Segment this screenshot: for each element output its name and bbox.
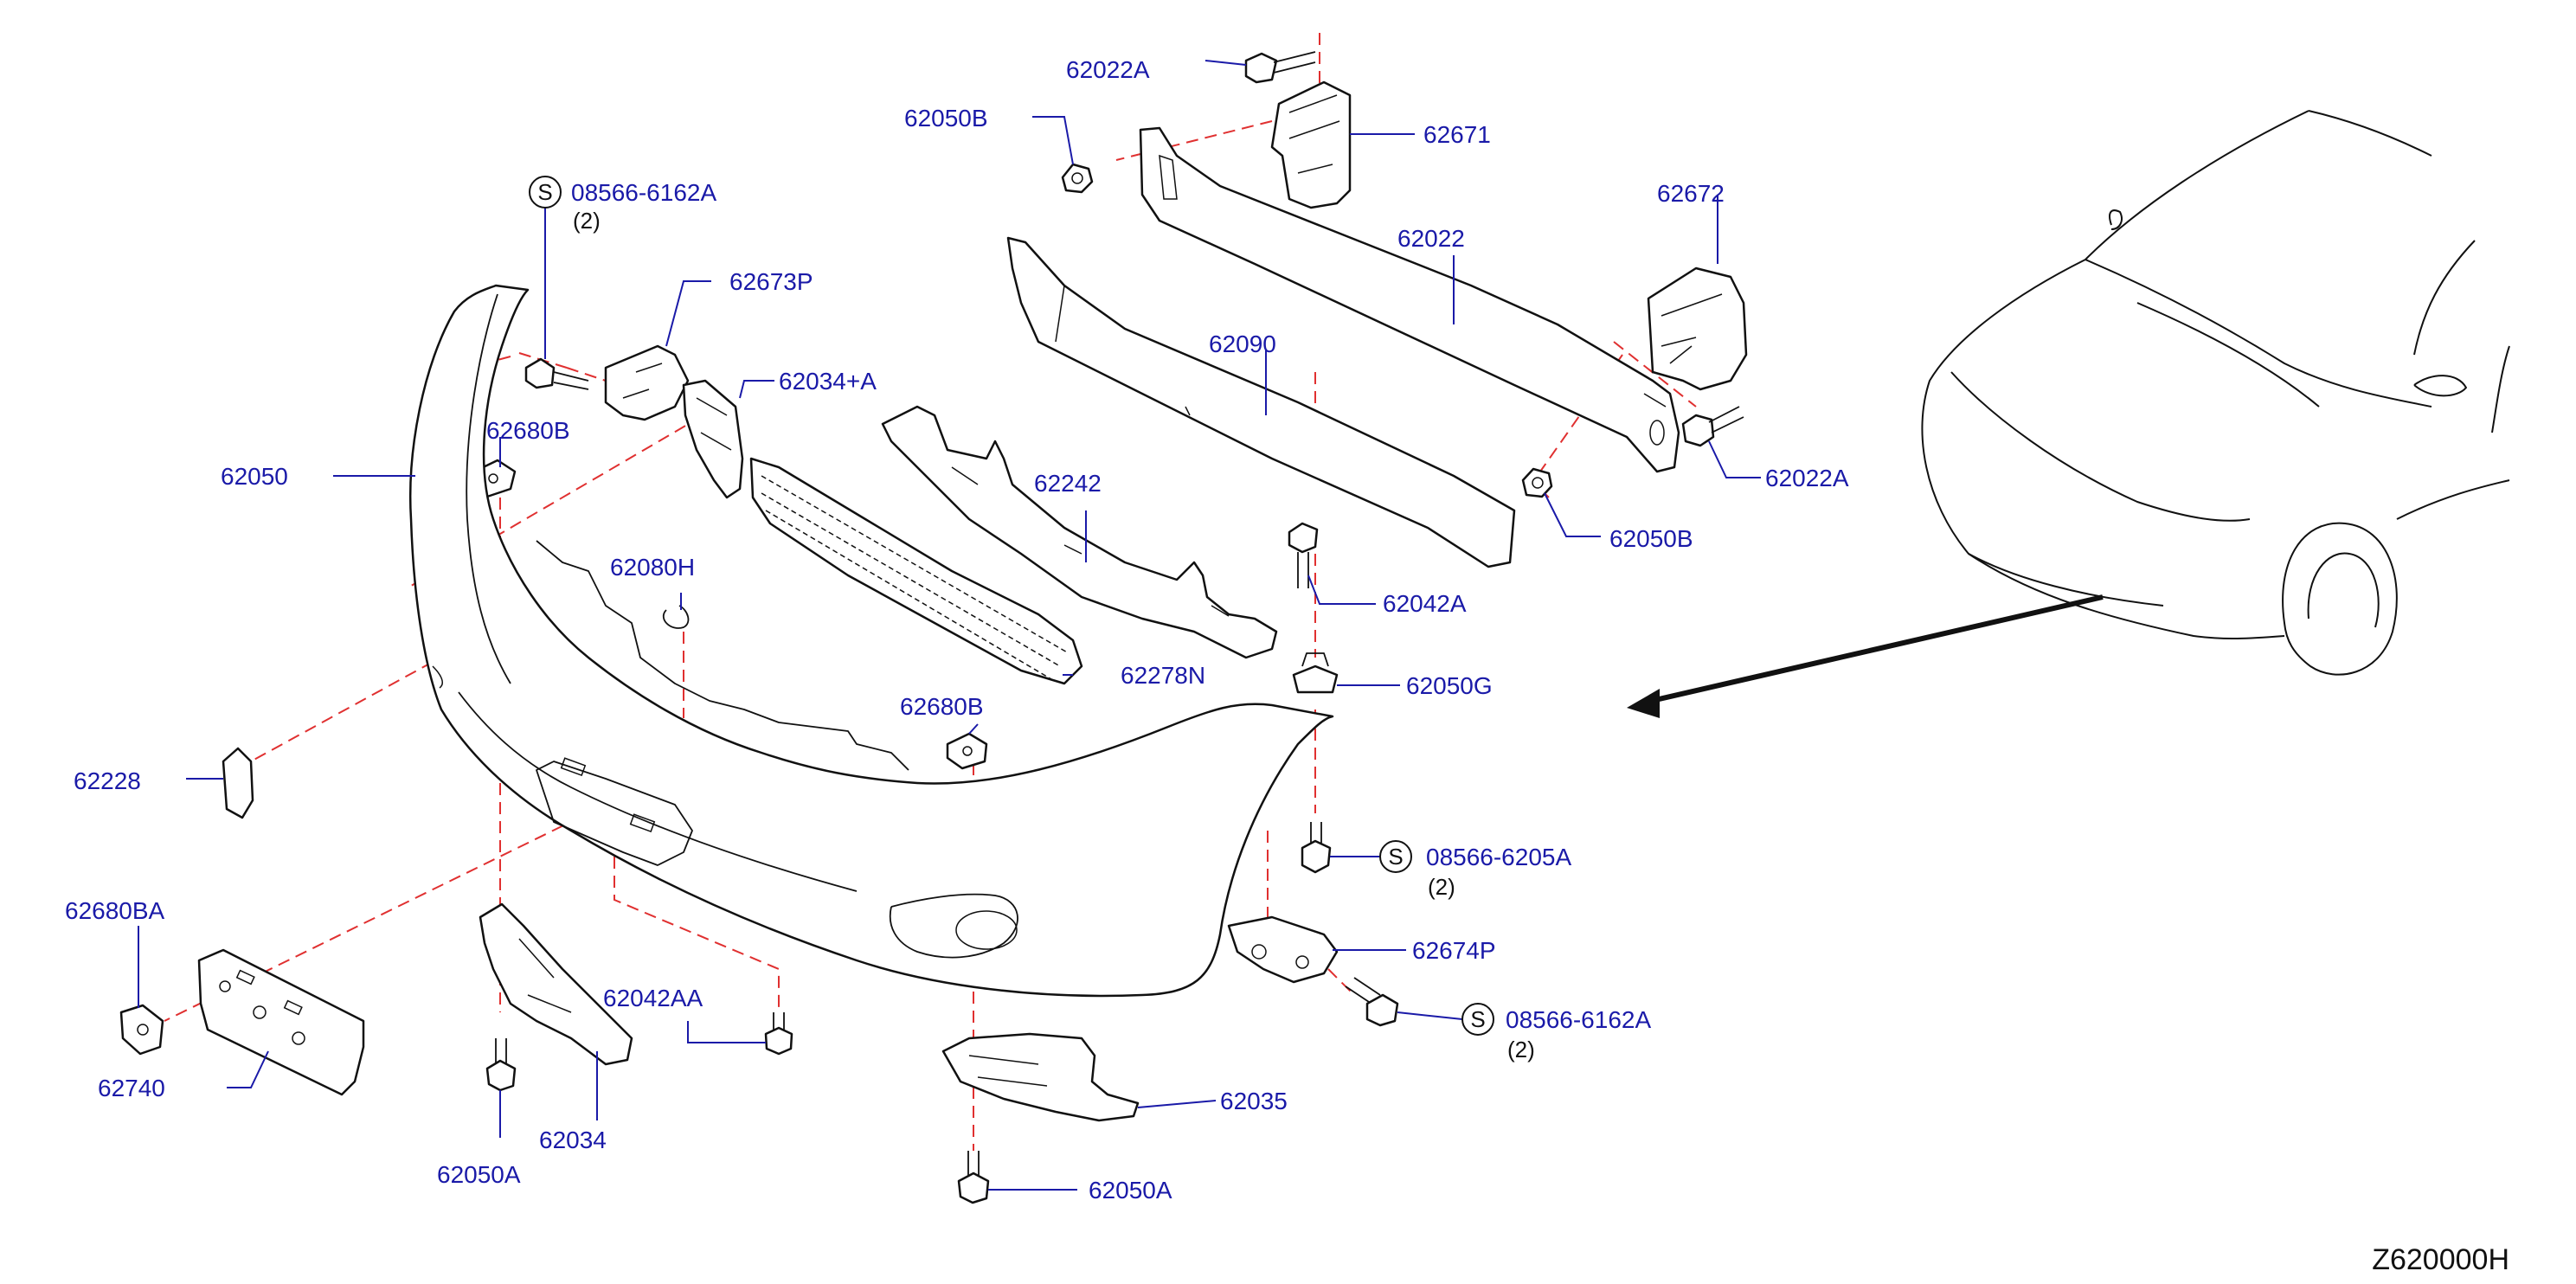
label-62035[interactable]: 62035 xyxy=(1220,1088,1288,1114)
label-62022A-right[interactable]: 62022A xyxy=(1765,465,1849,491)
label-62034[interactable]: 62034 xyxy=(539,1127,607,1153)
part-62671-bracket xyxy=(1270,80,1352,209)
label-62672[interactable]: 62672 xyxy=(1657,180,1725,207)
label-62050A-right[interactable]: 62050A xyxy=(1089,1177,1172,1204)
label-62680B-mid[interactable]: 62680B xyxy=(900,693,984,720)
label-62680BA[interactable]: 62680BA xyxy=(65,897,165,924)
label-08566-6205A[interactable]: 08566-6205A xyxy=(1426,844,1571,870)
label-62673P[interactable]: 62673P xyxy=(729,268,813,295)
label-62242[interactable]: 62242 xyxy=(1034,470,1102,497)
part-62034A-bracket xyxy=(682,379,744,499)
part-labels: 62022A 62050B 62671 08566-6162A (2) 6267… xyxy=(65,56,1849,1204)
part-62673P-bracket xyxy=(604,344,690,421)
label-08566-6162A-bottom[interactable]: 08566-6162A xyxy=(1506,1006,1651,1033)
part-62050-bumper-fascia xyxy=(409,284,1334,998)
s-marker-top: S xyxy=(537,179,552,205)
part-62278N-grille xyxy=(749,457,1083,685)
label-62042AA[interactable]: 62042AA xyxy=(603,985,703,1011)
qty-08566-6162A-top: (2) xyxy=(573,208,601,234)
diagram-code: Z620000H xyxy=(2372,1243,2509,1276)
part-62674P-bracket xyxy=(1227,915,1339,984)
label-62674P[interactable]: 62674P xyxy=(1412,937,1496,964)
label-62228[interactable]: 62228 xyxy=(74,767,141,794)
part-62022-reinforcement xyxy=(1139,126,1680,473)
label-62740[interactable]: 62740 xyxy=(98,1075,165,1101)
label-62090[interactable]: 62090 xyxy=(1209,331,1276,357)
s-marker-bottom: S xyxy=(1470,1006,1485,1032)
leader-lines xyxy=(138,60,1761,1191)
label-62050[interactable]: 62050 xyxy=(221,463,288,490)
label-62671[interactable]: 62671 xyxy=(1423,121,1491,148)
label-62050B-right[interactable]: 62050B xyxy=(1609,525,1693,552)
s-marker-circle-top xyxy=(529,176,562,209)
label-62042A[interactable]: 62042A xyxy=(1383,590,1467,617)
label-62050B-top[interactable]: 62050B xyxy=(904,105,988,132)
label-62680B-left[interactable]: 62680B xyxy=(486,417,570,444)
part-62035-lower-bracket xyxy=(941,1032,1140,1122)
s-markers: S S S xyxy=(529,176,1494,1036)
label-62278N[interactable]: 62278N xyxy=(1121,662,1205,689)
part-62090-absorber xyxy=(1006,236,1516,568)
part-62740-license-bracket xyxy=(197,948,365,1096)
label-62080H[interactable]: 62080H xyxy=(610,554,695,581)
qty-08566-6162A-bottom: (2) xyxy=(1507,1037,1535,1063)
fasteners xyxy=(119,51,1744,1204)
part-62034-lower-bracket xyxy=(479,902,633,1066)
label-62050G[interactable]: 62050G xyxy=(1406,672,1493,699)
part-62672-bracket xyxy=(1647,266,1748,391)
part-62242-bracket xyxy=(881,405,1278,659)
label-08566-6162A-top[interactable]: 08566-6162A xyxy=(571,179,716,206)
vehicle-outline xyxy=(1627,110,2510,718)
s-marker-circle-bottom xyxy=(1461,1003,1494,1036)
s-marker-mid: S xyxy=(1388,844,1403,870)
label-62034A[interactable]: 62034+A xyxy=(779,368,877,395)
label-62022[interactable]: 62022 xyxy=(1397,225,1465,252)
s-marker-circle-mid xyxy=(1379,840,1412,873)
qty-08566-6205A: (2) xyxy=(1428,874,1455,900)
label-62050A-left[interactable]: 62050A xyxy=(437,1161,521,1188)
label-62022A-top[interactable]: 62022A xyxy=(1066,56,1150,83)
